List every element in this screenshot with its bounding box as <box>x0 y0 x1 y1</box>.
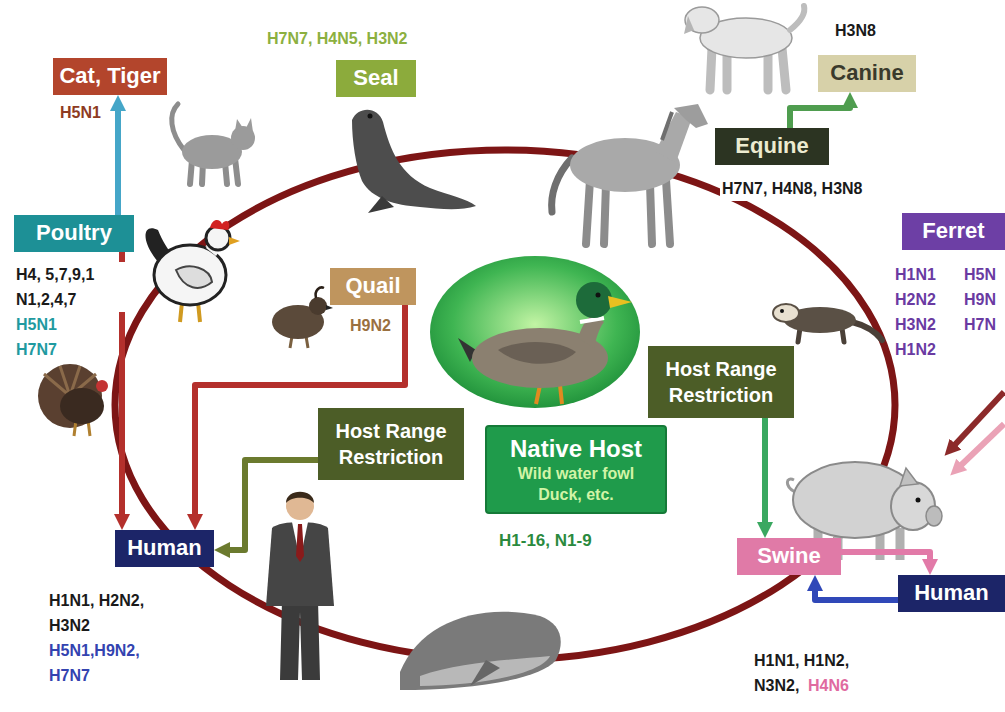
human-hair <box>286 492 314 503</box>
host-label-box: Ferret <box>902 213 1005 250</box>
host-label: Native Host <box>501 433 651 464</box>
duck-head <box>576 282 612 318</box>
host-label: Equine <box>735 132 809 161</box>
duck-bill <box>608 296 632 308</box>
strain-list: H9N2 <box>348 313 393 338</box>
transmission-arrow <box>224 460 318 550</box>
strain-list: H1N1, H2N2, H3N2 <box>47 588 163 638</box>
host-label: Canine <box>830 59 904 88</box>
incoming-arrow <box>956 424 1004 470</box>
native-host-box: Native HostWild water fowl Duck, etc. <box>485 425 667 514</box>
chicken-comb <box>210 220 229 230</box>
strain-list: H7N7, H4N8, H3N8 <box>720 176 865 201</box>
quail-plume <box>316 287 324 298</box>
dog-head <box>685 7 719 33</box>
strain-list: H5N1 <box>58 100 103 125</box>
strain-list: H4, 5,7,9,1 N1,2,4,7 <box>14 262 128 312</box>
horse-mane <box>662 112 672 140</box>
strain-list: H3N8 <box>833 18 878 43</box>
host-label-box: Equine <box>715 128 829 165</box>
host-label: Host Range Restriction <box>656 356 786 408</box>
strain-list: H1-16, N1-9 <box>497 528 594 553</box>
host-label: Poultry <box>36 219 112 248</box>
pig-snout <box>926 506 942 526</box>
ferret-eye <box>780 309 784 313</box>
host-label: Ferret <box>922 217 985 246</box>
transmission-arrow <box>841 552 930 565</box>
transmission-arrow <box>762 418 768 528</box>
turkey-body <box>60 388 104 424</box>
pig-tail <box>787 479 795 492</box>
human-jacket <box>266 522 334 606</box>
host-label-box: Human <box>115 530 214 567</box>
restriction-box: Host Range Restriction <box>318 408 464 480</box>
strain-list: H4N6 <box>806 673 851 698</box>
restriction-box: Host Range Restriction <box>648 346 794 418</box>
ferret-tail <box>852 322 882 340</box>
host-label: Host Range Restriction <box>326 418 456 470</box>
human-legs <box>280 600 320 680</box>
host-label: Quail <box>345 272 401 301</box>
host-label-box: Poultry <box>14 215 134 252</box>
turkey-head <box>96 380 108 392</box>
whale-fin <box>470 660 500 686</box>
host-cycle-ring <box>115 150 895 660</box>
human-head <box>286 492 314 520</box>
host-label-box: Seal <box>336 60 416 97</box>
strain-list: H7N7, H4N5, H3N2 <box>265 26 410 51</box>
chicken-beak <box>229 237 240 245</box>
dog-ear <box>684 16 694 34</box>
host-label-box: Cat, Tiger <box>53 58 167 95</box>
cat-ears <box>235 118 253 132</box>
quail-beak <box>326 305 333 310</box>
horse-head <box>674 104 708 128</box>
ferret-head <box>773 304 799 322</box>
strain-list: H5N1,H9N2, H7N7 <box>47 638 163 688</box>
quail-head <box>309 297 327 315</box>
duck-halo <box>430 256 640 408</box>
transmission-arrow <box>115 105 121 215</box>
strain-list: H5N1 H7N7 <box>14 312 73 362</box>
dog-tail <box>790 6 804 30</box>
host-label-box: Quail <box>330 268 416 305</box>
chicken-wing <box>176 266 212 287</box>
pig-ear <box>900 468 918 486</box>
strain-list: H1N1 H2N2 H3N2 H1N2 <box>893 262 947 362</box>
human-tie <box>296 524 304 562</box>
duck-collar <box>580 318 604 322</box>
pig-eye <box>916 498 921 503</box>
duck-eye <box>596 293 601 298</box>
whale-belly <box>420 656 550 686</box>
transmission-arrow <box>815 585 898 600</box>
incoming-arrow <box>950 392 1004 450</box>
strain-list: H5N H9N H7N <box>962 262 1005 337</box>
host-label-box: Human <box>898 575 1005 612</box>
host-label-box: Swine <box>737 538 841 575</box>
host-label: Seal <box>353 64 399 93</box>
host-label: Swine <box>757 542 821 571</box>
host-label: Cat, Tiger <box>59 62 161 91</box>
seal-flipper <box>368 196 394 213</box>
host-label: Human <box>914 579 989 608</box>
whale-body <box>400 612 561 690</box>
host-label-box: Canine <box>818 55 916 92</box>
horse-tail <box>552 158 572 212</box>
host-description: Wild water fowl Duck, etc. <box>501 464 651 506</box>
duck-neck <box>578 314 604 348</box>
duck-wing <box>498 342 576 364</box>
host-label: Human <box>127 534 202 563</box>
seal-eye <box>368 114 373 119</box>
cat-tail <box>172 104 184 150</box>
transmission-arrow <box>790 102 850 128</box>
seal-body <box>352 110 476 209</box>
